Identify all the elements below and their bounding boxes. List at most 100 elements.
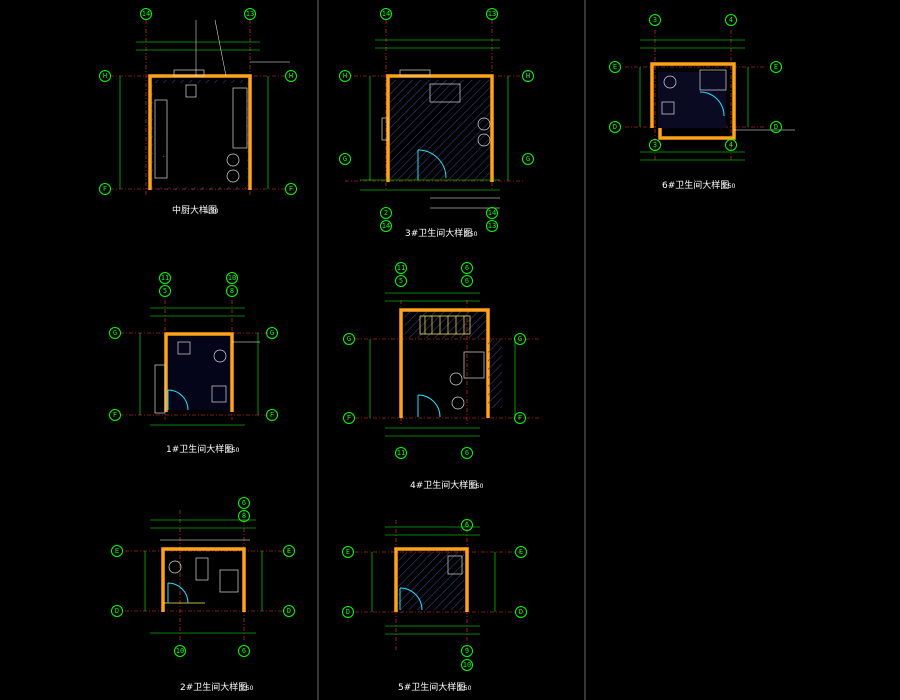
grid-bubble-wc5-bottom-1: 10 — [463, 661, 471, 669]
grid-bubble-wc3-stack-0: 14 — [488, 209, 496, 217]
scale-wc2: 1:50 — [240, 685, 254, 692]
scale-wc3: 1:50 — [464, 231, 478, 238]
grid-bubble-kitchen-right-1-circle — [285, 183, 297, 195]
grid-bubble-wc6-left-0-circle — [609, 61, 621, 73]
grid-bubble-kitchen-top-0: 14 — [142, 10, 150, 18]
grid-bubble-wc6-top-0-circle — [649, 14, 661, 26]
grid-bubble-kitchen-top-1-circle — [244, 8, 256, 20]
grid-bubble-wc1-top-0: 11 — [161, 274, 169, 282]
scale-wc1: 1:50 — [226, 447, 240, 454]
grid-bubble-wc1-stack-1-circle — [226, 285, 238, 297]
grid-bubble-wc5-right-1: D — [519, 608, 523, 616]
grid-bubble-wc6-left-0: E — [613, 63, 617, 71]
grid-bubble-wc4-bottom-0: 11 — [397, 449, 405, 457]
grid-bubble-wc3-top-0: 14 — [382, 10, 390, 18]
grid-bubble-kitchen-right-0-circle — [285, 70, 297, 82]
grid-bubble-wc2-stack-0: 8 — [242, 512, 246, 520]
title-wc5: 5#卫生间大样图 — [398, 681, 465, 693]
plan-wc4 — [355, 292, 540, 437]
grid-bubble-wc5-right-1-circle — [515, 606, 527, 618]
grid-bubble-wc4-stack-1-circle — [461, 275, 473, 287]
grid-bubble-wc5-left-1: D — [346, 608, 350, 616]
grid-bubble-wc1-left-1-circle — [109, 409, 121, 421]
grid-bubble-wc4-right-0: G — [518, 335, 522, 343]
grid-bubble-wc1-top-0-circle — [159, 272, 171, 284]
grid-bubble-wc1-right-0: G — [270, 329, 274, 337]
grid-bubble-wc3-bottom-0: 2 — [384, 209, 388, 217]
scale-kitchen: 1:50 — [205, 208, 219, 215]
grid-bubble-wc4-bottom-0-circle — [395, 447, 407, 459]
grid-bubble-wc6-right-0-circle — [770, 61, 782, 73]
grid-bubble-wc4-left-1-circle — [343, 412, 355, 424]
scale-wc6: 1:50 — [722, 183, 736, 190]
grid-bubble-wc4-right-0-circle — [514, 333, 526, 345]
grid-bubble-wc5-bottom-0-circle — [461, 645, 473, 657]
grid-bubble-wc2-top-0-circle — [238, 497, 250, 509]
grid-bubble-wc5-right-0-circle — [515, 546, 527, 558]
grid-bubble-wc1-left-0: G — [113, 329, 117, 337]
grid-bubble-wc5-bottom-1-circle — [461, 659, 473, 671]
grid-bubble-wc6-bottom-0-circle — [649, 139, 661, 151]
grid-bubble-wc3-left-1: G — [343, 155, 347, 163]
title-wc6: 6#卫生间大样图 — [662, 179, 729, 191]
grid-bubble-wc5-top-0: 6 — [465, 521, 469, 529]
grid-bubble-wc4-bottom-1: 6 — [465, 449, 469, 457]
grid-bubble-wc2-left-0: E — [115, 547, 119, 555]
grid-bubble-wc2-right-1: D — [287, 607, 291, 615]
grid-bubble-wc1-top-1-circle — [226, 272, 238, 284]
grid-bubble-wc3-stack-1-circle — [486, 220, 498, 232]
grid-bubble-wc3-top-1: 13 — [488, 10, 496, 18]
grid-bubble-wc6-right-1: D — [774, 123, 778, 131]
plan-wc3 — [345, 20, 525, 209]
grid-bubble-wc3-bottom-1-circle — [380, 220, 392, 232]
grid-bubble-wc2-right-1-circle — [283, 605, 295, 617]
grid-bubble-wc2-bottom-1-circle — [238, 645, 250, 657]
title-wc2: 2#卫生间大样图 — [180, 681, 247, 693]
grid-bubble-wc3-top-0-circle — [380, 8, 392, 20]
grid-bubble-wc6-right-1-circle — [770, 121, 782, 133]
grid-bubble-wc3-bottom-0-circle — [380, 207, 392, 219]
grid-bubble-wc2-stack-0-circle — [238, 510, 250, 522]
grid-bubble-wc2-left-1: D — [115, 607, 119, 615]
title-wc4: 4#卫生间大样图 — [410, 479, 477, 491]
grid-bubble-wc2-left-0-circle — [111, 545, 123, 557]
grid-bubble-kitchen-right-0: H — [289, 72, 293, 80]
grid-bubble-kitchen-left-0: H — [103, 72, 107, 80]
grid-bubble-wc6-bottom-1-circle — [725, 139, 737, 151]
grid-bubble-kitchen-left-0-circle — [99, 70, 111, 82]
grid-bubble-wc4-top-1: 6 — [465, 264, 469, 272]
grid-bubble-wc4-bottom-1-circle — [461, 447, 473, 459]
grid-bubble-wc1-stack-1: 8 — [230, 287, 234, 295]
grid-bubble-kitchen-right-1: F — [289, 185, 293, 193]
grid-bubble-wc6-left-1-circle — [609, 121, 621, 133]
grid-bubble-wc4-left-0: G — [347, 335, 351, 343]
title-wc3: 3#卫生间大样图 — [405, 227, 472, 239]
grid-bubble-wc2-right-0-circle — [283, 545, 295, 557]
grid-bubble-wc4-stack-1: 6 — [465, 277, 469, 285]
plan-wc5 — [355, 520, 525, 650]
grid-bubble-wc6-left-1: D — [613, 123, 617, 131]
plan-wc1 — [120, 300, 275, 426]
grid-bubble-wc5-top-0-circle — [461, 519, 473, 531]
grid-bubble-wc5-right-0: E — [519, 548, 523, 556]
grid-bubble-wc5-left-1-circle — [342, 606, 354, 618]
grid-bubble-wc3-left-0-circle — [339, 70, 351, 82]
grid-bubble-wc1-stack-0: 5 — [163, 287, 167, 295]
scale-wc4: 1:50 — [470, 483, 484, 490]
grid-bubble-kitchen-left-1-circle — [99, 183, 111, 195]
grid-bubble-wc4-left-1: F — [347, 414, 351, 422]
grid-bubble-wc3-stack-0-circle — [486, 207, 498, 219]
grid-bubble-wc6-top-1: 4 — [729, 16, 733, 24]
grid-bubble-wc3-right-0: H — [526, 72, 530, 80]
grid-bubble-wc1-top-1: 10 — [228, 274, 236, 282]
grid-bubble-wc1-left-1: F — [113, 411, 117, 419]
grid-bubble-wc2-bottom-0-circle — [174, 645, 186, 657]
grid-bubble-wc3-bottom-1: 14 — [382, 222, 390, 230]
grid-bubble-wc2-bottom-0: 10 — [176, 647, 184, 655]
grid-bubble-wc6-right-0: E — [774, 63, 778, 71]
grid-bubble-wc4-top-1-circle — [461, 262, 473, 274]
grid-bubble-wc4-right-1: F — [518, 414, 522, 422]
grid-bubble-wc3-left-1-circle — [339, 153, 351, 165]
grid-bubble-kitchen-left-1: F — [103, 185, 107, 193]
grid-bubble-wc1-right-1: F — [270, 411, 274, 419]
